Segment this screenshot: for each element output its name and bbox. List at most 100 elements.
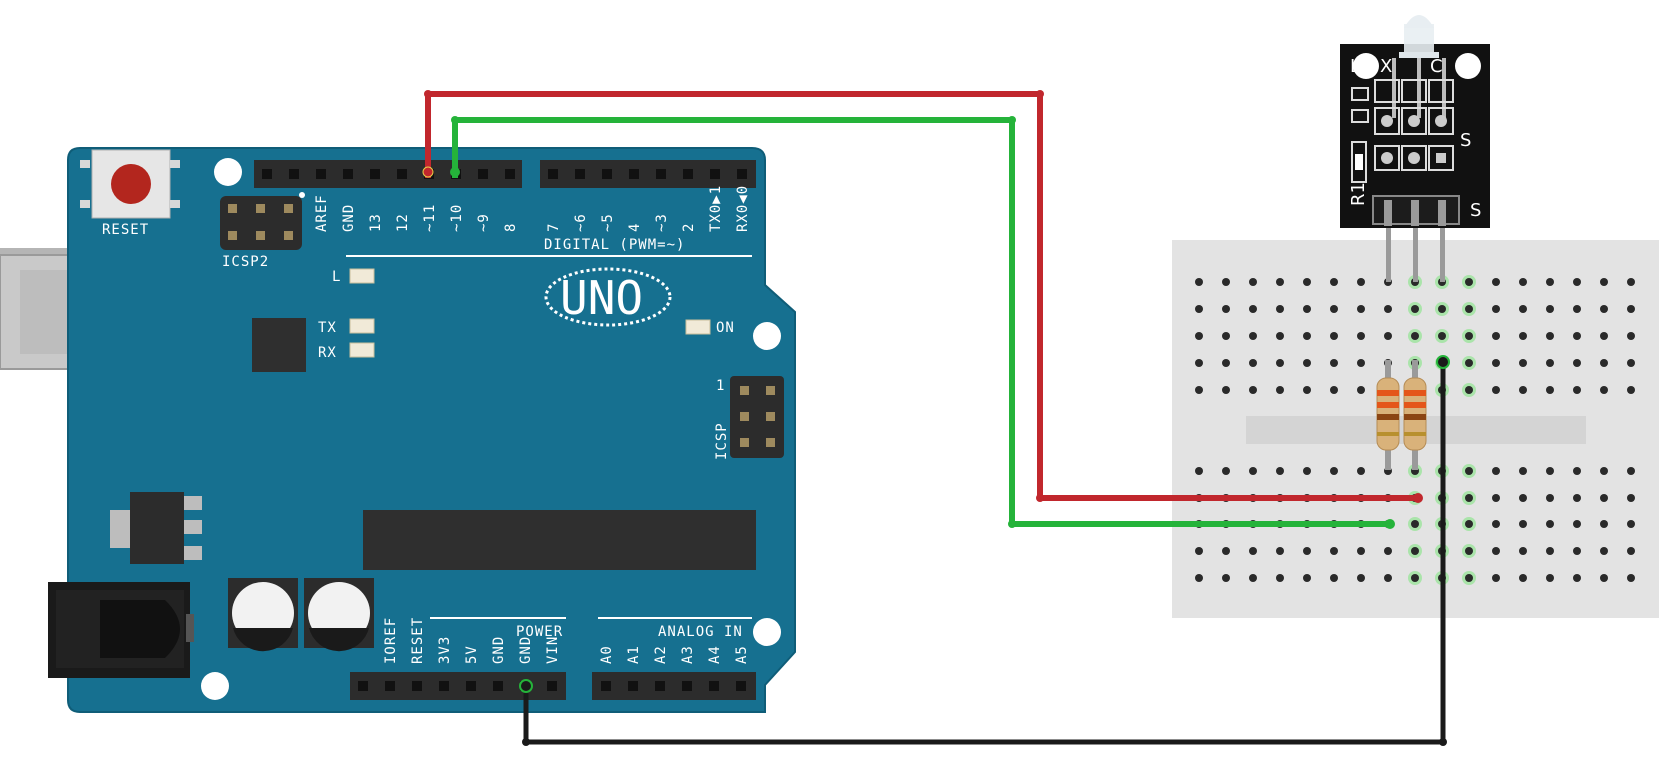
analog-header [592,672,756,700]
pin-label: GND [518,636,534,664]
header-pin [343,169,353,179]
breadboard-hole [1249,332,1257,340]
breadboard-hole [1627,332,1635,340]
breadboard-hole [1465,467,1473,475]
breadboard-hole [1357,359,1365,367]
breadboard-hole [1195,332,1203,340]
breadboard-hole [1465,305,1473,313]
header-pin [575,169,585,179]
breadboard-hole [1546,574,1554,582]
breadboard-hole [1573,467,1581,475]
breadboard-hole [1492,278,1500,286]
breadboard-hole [1627,305,1635,313]
pin-label: GND [491,636,507,664]
breadboard-hole [1384,332,1392,340]
pin-label: 8 [503,223,519,232]
pin-label: VIN [545,636,561,664]
breadboard-hole [1492,305,1500,313]
breadboard-hole [1546,332,1554,340]
breadboard-hole [1411,520,1419,528]
breadboard-hole [1465,332,1473,340]
breadboard-hole [1627,467,1635,475]
mounting-hole [753,322,781,350]
pin-label: ~11 [422,204,438,232]
breadboard-hole [1249,547,1257,555]
breadboard-hole [1411,332,1419,340]
breadboard-hole [1600,520,1608,528]
breadboard-hole [1330,332,1338,340]
pin-label: 4 [627,223,643,232]
breadboard-hole [1411,305,1419,313]
breadboard-hole [1573,278,1581,286]
digital-label: DIGITAL (PWM=~) [544,237,685,253]
breadboard-hole [1249,278,1257,286]
header-pin [262,169,272,179]
breadboard-hole [1600,386,1608,394]
breadboard-hole [1519,574,1527,582]
breadboard-hole [1627,386,1635,394]
led-l [349,268,375,284]
breadboard-hole [1573,494,1581,502]
breadboard-hole [1330,359,1338,367]
breadboard-hole [1573,547,1581,555]
header-pin [736,681,746,691]
breadboard-hole [1600,467,1608,475]
header-pin [628,681,638,691]
pin-label: A3 [680,645,696,664]
breadboard-hole [1357,547,1365,555]
breadboard-hole [1195,278,1203,286]
breadboard-hole [1600,359,1608,367]
label-xc: X [1380,56,1392,77]
led-on [685,319,711,335]
header-pin [493,681,503,691]
breadboard-hole [1222,386,1230,394]
pin-label: A4 [707,645,723,664]
pin-label: A2 [653,645,669,664]
label-l: L [1350,56,1360,77]
led-tx-label: TX [318,320,337,336]
led-tx [349,318,375,334]
pin-label: A1 [626,645,642,664]
breadboard-hole [1222,278,1230,286]
pin-label: 12 [395,213,411,232]
breadboard-hole [1222,547,1230,555]
icsp-header [730,376,784,458]
pin-label: 2 [681,223,697,232]
breadboard-hole [1465,359,1473,367]
breadboard-hole [1519,547,1527,555]
breadboard-hole [1573,332,1581,340]
breadboard-hole [1492,359,1500,367]
breadboard-hole [1438,305,1446,313]
breadboard-hole [1276,278,1284,286]
pin-label: 7 [546,223,562,232]
label-s-bottom: S [1470,200,1481,221]
breadboard-hole [1357,278,1365,286]
led-rx-label: RX [318,345,337,361]
capacitor [304,578,374,652]
label-s-top: S [1460,130,1471,151]
breadboard-hole [1627,520,1635,528]
breadboard-hole [1627,278,1635,286]
breadboard-hole [1357,467,1365,475]
breadboard-hole [1303,574,1311,582]
led [1392,15,1446,118]
digital-header-left [254,160,522,188]
reset-label: RESET [102,222,149,238]
icsp-pin1-label: 1 [716,378,725,394]
breadboard-hole [1222,574,1230,582]
breadboard-hole [1627,547,1635,555]
header-pin [439,681,449,691]
header-pin [737,169,747,179]
breadboard-hole [1357,332,1365,340]
header-pin [656,169,666,179]
breadboard-hole [1330,467,1338,475]
breadboard-hole [1303,386,1311,394]
header-pin [601,681,611,691]
pin-label: IOREF [383,617,399,664]
breadboard-hole [1573,359,1581,367]
pin-label: A0 [599,645,615,664]
breadboard-hole [1330,386,1338,394]
breadboard-hole [1627,359,1635,367]
capacitor [228,578,298,652]
